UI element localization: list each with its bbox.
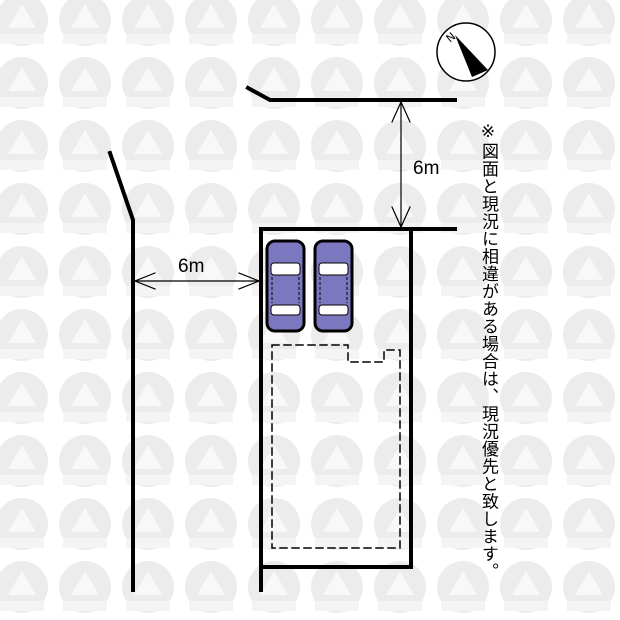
watermark-logo	[185, 183, 237, 235]
watermark-logo	[563, 120, 615, 172]
watermark-logo	[437, 183, 489, 235]
watermark-logo	[0, 435, 48, 487]
watermark-logo	[500, 0, 552, 46]
watermark-logo	[500, 57, 552, 109]
watermark-logo	[185, 0, 237, 46]
disclaimer-note: ※図面と現況に相違がある場合は、現況優先と致します。	[478, 122, 498, 580]
watermark-logo	[122, 0, 174, 46]
watermark-logo	[437, 372, 489, 424]
watermark-logo	[374, 120, 426, 172]
watermark-logo	[59, 561, 111, 613]
watermark-logo	[185, 372, 237, 424]
car-icon	[265, 239, 306, 333]
watermark-logo	[374, 561, 426, 613]
top-road-width-label: 6m	[413, 158, 440, 179]
watermark-logo	[0, 561, 48, 613]
watermark-logo	[185, 498, 237, 550]
watermark-logo	[0, 120, 48, 172]
watermark-logo	[437, 309, 489, 361]
watermark-logo	[563, 498, 615, 550]
watermark-logo	[59, 57, 111, 109]
car-icon	[313, 239, 354, 333]
watermark-logo	[563, 561, 615, 613]
watermark-logo	[374, 0, 426, 46]
watermark-logo	[437, 561, 489, 613]
watermark-logo	[59, 309, 111, 361]
watermark-logo	[185, 120, 237, 172]
watermark-logo	[437, 120, 489, 172]
watermark-logo	[59, 120, 111, 172]
watermark-logo	[437, 246, 489, 298]
watermark-logo	[59, 246, 111, 298]
lot-boundary-right	[259, 227, 413, 569]
watermark-logo	[500, 372, 552, 424]
watermark-logo	[563, 435, 615, 487]
watermark-logo	[59, 183, 111, 235]
watermark-logo	[563, 183, 615, 235]
watermark-logo	[185, 435, 237, 487]
watermark-logo	[500, 561, 552, 613]
watermark-logo	[248, 0, 300, 46]
watermark-logo	[500, 435, 552, 487]
watermark-logo	[311, 372, 363, 424]
left-dimension-arrow	[133, 272, 261, 290]
compass-icon: N	[436, 22, 496, 82]
watermark-logo	[311, 435, 363, 487]
top-dimension-arrow	[391, 100, 411, 229]
watermark-logo	[0, 309, 48, 361]
watermark-logo	[0, 57, 48, 109]
watermark-logo	[500, 498, 552, 550]
left-road-width-label: 6m	[178, 256, 205, 277]
watermark-logo	[0, 183, 48, 235]
watermark-logo	[0, 372, 48, 424]
watermark-logo	[185, 561, 237, 613]
watermark-logo	[563, 372, 615, 424]
watermark-logo	[0, 498, 48, 550]
watermark-logo	[59, 372, 111, 424]
watermark-logo	[500, 309, 552, 361]
watermark-logo	[563, 57, 615, 109]
watermark-logo	[59, 0, 111, 46]
building-outline	[271, 344, 401, 549]
watermark-logo	[248, 120, 300, 172]
watermark-logo	[185, 57, 237, 109]
watermark-logo	[122, 57, 174, 109]
watermark-logo	[563, 309, 615, 361]
left-road-edge	[107, 150, 135, 592]
watermark-logo	[311, 0, 363, 46]
watermark-logo	[500, 246, 552, 298]
watermark-logo	[437, 435, 489, 487]
top-road-edge	[245, 85, 457, 102]
watermark-logo	[500, 183, 552, 235]
watermark-logo	[311, 120, 363, 172]
watermark-logo	[0, 0, 48, 46]
watermark-logo	[500, 120, 552, 172]
watermark-logo	[311, 561, 363, 613]
watermark-logo	[185, 309, 237, 361]
watermark-logo	[563, 0, 615, 46]
watermark-logo	[563, 246, 615, 298]
watermark-logo	[122, 120, 174, 172]
lot-boundary	[259, 227, 457, 592]
watermark-logo	[185, 246, 237, 298]
watermark-logo	[0, 246, 48, 298]
watermark-logo	[59, 435, 111, 487]
watermark-logo	[437, 498, 489, 550]
watermark-logo	[59, 498, 111, 550]
watermark-logo	[311, 498, 363, 550]
